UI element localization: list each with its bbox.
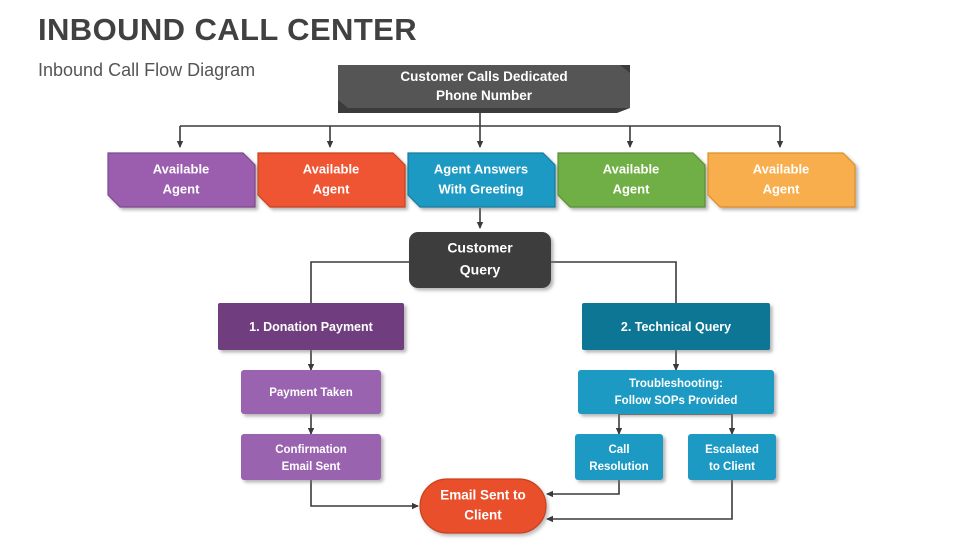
escalated-to-client-shape xyxy=(688,434,776,480)
node-email-sent-to-client[interactable]: Email Sent to Client xyxy=(419,478,547,534)
confirmation-email-sent-label-line-1: Confirmation xyxy=(275,444,347,456)
agent-2-shape xyxy=(257,152,406,208)
page-subtitle: Inbound Call Flow Diagram xyxy=(38,60,256,80)
agent-1-shape xyxy=(107,152,256,208)
agent-4-label-line-1: Available xyxy=(603,161,660,176)
connector-group-entry-to-agents xyxy=(176,113,784,148)
agent-4-label-line-2: Agent xyxy=(613,181,651,196)
confirmation-email-sent-shape xyxy=(241,434,381,480)
agent-3-label-line-1: Agent Answers xyxy=(434,161,528,176)
technical-query-label: 2. Technical Query xyxy=(621,320,731,334)
customer-calls-label-line-1: Customer Calls Dedicated xyxy=(400,69,567,84)
node-technical-query[interactable]: 2. Technical Query xyxy=(582,303,770,350)
escalated-to-client-label-line-2: to Client xyxy=(709,461,755,473)
node-confirmation-email-sent[interactable]: Confirmation Email Sent xyxy=(241,434,381,480)
node-agent-4[interactable]: Available Agent xyxy=(557,152,706,208)
agent-4-shape xyxy=(557,152,706,208)
agent-2-label-line-2: Agent xyxy=(313,181,351,196)
agent-5-label-line-1: Available xyxy=(753,161,810,176)
node-agent-3[interactable]: Agent Answers With Greeting xyxy=(407,152,556,208)
agent-1-label-line-1: Available xyxy=(153,161,210,176)
customer-query-shape xyxy=(409,232,551,288)
node-customer-calls[interactable]: Customer Calls Dedicated Phone Number xyxy=(338,65,630,113)
email-sent-to-client-shape xyxy=(419,478,547,534)
troubleshooting-shape xyxy=(578,370,774,414)
agent-2-label-line-1: Available xyxy=(303,161,360,176)
node-payment-taken[interactable]: Payment Taken xyxy=(241,370,381,414)
payment-taken-label: Payment Taken xyxy=(269,387,353,399)
agent-5-shape xyxy=(707,152,856,208)
agent-3-shape xyxy=(407,152,556,208)
customer-calls-face xyxy=(338,65,630,108)
agent-3-label-line-2: With Greeting xyxy=(438,181,523,196)
node-customer-query[interactable]: Customer Query xyxy=(409,232,551,288)
call-resolution-label-line-2: Resolution xyxy=(589,461,648,473)
troubleshooting-label-line-1: Troubleshooting: xyxy=(629,378,723,390)
customer-query-label-line-1: Customer xyxy=(447,240,513,256)
call-resolution-label-line-1: Call xyxy=(608,444,629,456)
email-sent-to-client-label-line-1: Email Sent to xyxy=(440,488,526,503)
connector-escalated-to-email xyxy=(546,480,733,523)
page-title: INBOUND CALL CENTER xyxy=(38,12,418,47)
agent-1-label-line-2: Agent xyxy=(163,181,201,196)
confirmation-email-sent-label-line-2: Email Sent xyxy=(282,461,341,473)
escalated-to-client-label-line-1: Escalated xyxy=(705,444,759,456)
node-agent-2[interactable]: Available Agent xyxy=(257,152,406,208)
node-agent-1[interactable]: Available Agent xyxy=(107,152,256,208)
agent-5-label-line-2: Agent xyxy=(763,181,801,196)
connector-call-resolution-to-email xyxy=(546,480,620,498)
node-agent-5[interactable]: Available Agent xyxy=(707,152,856,208)
node-troubleshooting[interactable]: Troubleshooting: Follow SOPs Provided xyxy=(578,370,774,414)
payment-taken-shape xyxy=(241,370,381,414)
email-sent-to-client-label-line-2: Client xyxy=(464,508,502,523)
call-resolution-shape xyxy=(575,434,663,480)
technical-query-shape xyxy=(582,303,770,350)
node-escalated-to-client[interactable]: Escalated to Client xyxy=(688,434,776,480)
connector-confirmation-to-email xyxy=(310,480,419,510)
donation-payment-label: 1. Donation Payment xyxy=(249,320,373,334)
node-call-resolution[interactable]: Call Resolution xyxy=(575,434,663,480)
troubleshooting-label-line-2: Follow SOPs Provided xyxy=(615,395,738,407)
donation-payment-shape xyxy=(218,303,404,350)
customer-calls-label-line-2: Phone Number xyxy=(436,88,533,103)
node-donation-payment[interactable]: 1. Donation Payment xyxy=(218,303,404,350)
customer-query-label-line-2: Query xyxy=(460,262,501,278)
connector-group-left-branch xyxy=(307,350,419,510)
